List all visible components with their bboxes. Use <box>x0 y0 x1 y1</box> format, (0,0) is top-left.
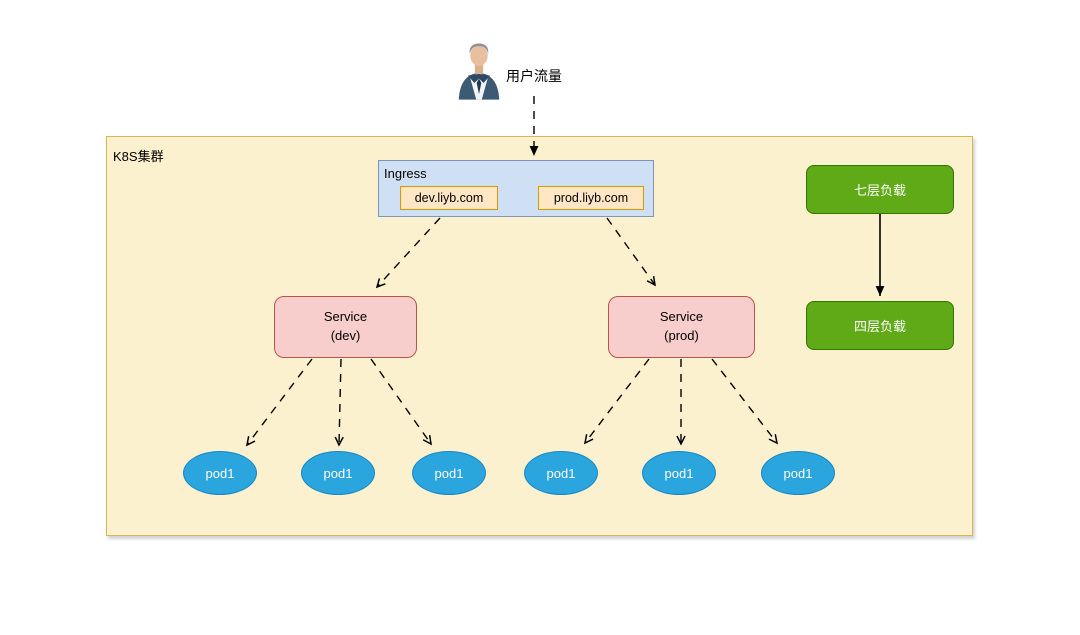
ingress-host-dev: dev.liyb.com <box>400 186 498 210</box>
service-dev-env: (dev) <box>330 328 361 343</box>
service-dev-box: Service (dev) <box>274 296 417 358</box>
service-prod-name: Service <box>659 309 704 325</box>
ingress-label: Ingress <box>384 166 427 181</box>
pod-ellipse: pod1 <box>301 451 375 495</box>
pod-ellipse: pod1 <box>761 451 835 495</box>
layer7-loadbalancer-box: 七层负载 <box>806 165 954 214</box>
layer4-loadbalancer-box: 四层负载 <box>806 301 954 350</box>
k8s-cluster-label: K8S集群 <box>113 149 164 164</box>
service-prod-env: (prod) <box>664 328 699 343</box>
pod-ellipse: pod1 <box>524 451 598 495</box>
business-person-icon <box>458 43 500 100</box>
pod-ellipse: pod1 <box>412 451 486 495</box>
pod-ellipse: pod1 <box>642 451 716 495</box>
service-dev-name: Service <box>323 309 368 325</box>
service-prod-box: Service (prod) <box>608 296 755 358</box>
pod-ellipse: pod1 <box>183 451 257 495</box>
ingress-host-prod: prod.liyb.com <box>538 186 644 210</box>
user-traffic-label: 用户流量 <box>506 68 562 84</box>
